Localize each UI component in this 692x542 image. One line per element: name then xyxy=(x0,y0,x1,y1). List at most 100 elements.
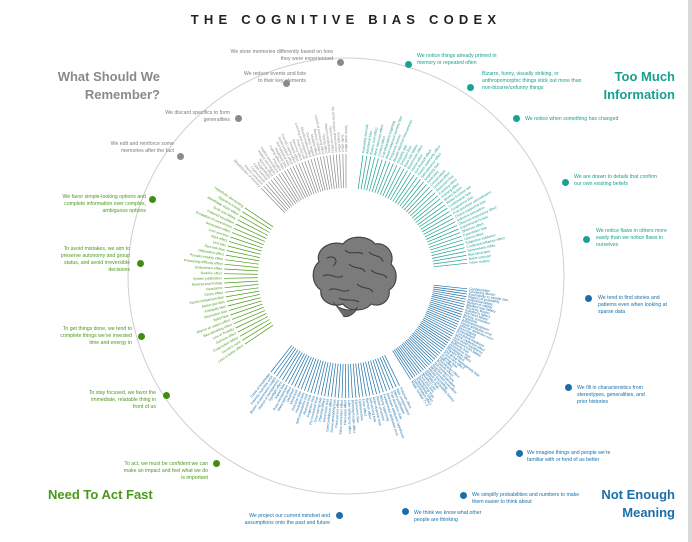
bias-label: Planning fallacy xyxy=(318,397,326,421)
branch-line xyxy=(304,358,317,391)
category-label: To stay focused, we favor the immediate,… xyxy=(88,390,156,410)
branch-line xyxy=(431,297,465,308)
category-dot xyxy=(336,512,343,519)
branch-line xyxy=(384,166,401,198)
bias-label: Observer effect xyxy=(461,222,484,234)
category-label: Bizarre, funny, visually striking, or an… xyxy=(482,71,582,91)
category-label: We notice when something has changed xyxy=(525,116,619,122)
bias-label: Declinism xyxy=(286,387,296,402)
bias-label: Outcome bias xyxy=(291,390,303,411)
bias-label: Processing difficulty effect xyxy=(184,258,223,266)
branch-line xyxy=(387,168,405,199)
category-label: We reduce events and lists to their key … xyxy=(243,71,306,84)
branch-line xyxy=(357,155,364,189)
branch-line xyxy=(411,334,438,358)
branch-line xyxy=(366,157,375,191)
bias-label: Serial recall effect xyxy=(344,125,348,152)
branch-line xyxy=(363,156,372,190)
bias-label: Hard-easy effect xyxy=(343,400,347,425)
branch-line xyxy=(404,341,428,368)
branch-line xyxy=(320,362,329,396)
bias-label: Stereotyping xyxy=(458,326,477,338)
branch-line xyxy=(408,337,434,362)
branch-line xyxy=(225,290,260,298)
branch-line xyxy=(401,343,424,371)
branch-line xyxy=(301,162,315,195)
branch-line xyxy=(417,327,446,348)
branch-line xyxy=(427,308,460,323)
branch-line xyxy=(423,217,454,235)
bias-label: Information bias xyxy=(203,309,228,320)
bias-label: Prejudice xyxy=(271,158,282,172)
category-label: We imagine things and people we're famil… xyxy=(527,450,611,463)
bias-label: Semmelweis reflex xyxy=(467,243,496,253)
branch-line xyxy=(228,241,262,252)
bias-label: Self-serving bias xyxy=(368,397,377,423)
branch-line xyxy=(289,167,306,198)
branch-line xyxy=(419,323,449,344)
branch-line xyxy=(244,207,274,228)
bias-label: Mere exposure effect xyxy=(373,124,384,156)
bias-label: Availability heuristic xyxy=(361,123,369,153)
branch-line xyxy=(432,292,466,300)
bias-label: Illusory truth effect xyxy=(369,127,379,155)
category-dot xyxy=(405,61,412,68)
bias-label: Gambler's fallacy xyxy=(465,308,491,319)
branch-line xyxy=(397,176,418,205)
category-label: We simplify probabilities and numbers to… xyxy=(472,492,580,505)
branch-line xyxy=(428,305,462,318)
bias-label: Status quo bias xyxy=(201,300,225,309)
branch-line xyxy=(342,153,345,189)
bias-label: Pareidolia xyxy=(462,316,478,325)
bias-label: Masked man fallacy xyxy=(466,303,496,314)
bias-label: Ambiguity bias xyxy=(204,304,227,313)
branch-line xyxy=(392,350,411,380)
branch-line xyxy=(323,156,331,190)
branch-line xyxy=(278,173,298,203)
category-label: We discard specifics to form generalitie… xyxy=(165,110,230,123)
branch-line xyxy=(403,184,427,211)
bias-label: IKEA effect xyxy=(211,234,228,243)
branch-line xyxy=(377,161,391,194)
branch-line xyxy=(347,363,350,399)
branch-line xyxy=(268,181,291,209)
bias-label: Anecdotal fallacy xyxy=(467,298,493,307)
outer-ring xyxy=(127,57,565,495)
category-dot xyxy=(402,508,409,515)
branch-line xyxy=(360,362,367,397)
category-dot xyxy=(213,460,220,467)
branch-line xyxy=(374,358,387,392)
branch-line xyxy=(244,324,274,345)
branch-line xyxy=(421,320,451,339)
category-label: We edit and reinforce some memories afte… xyxy=(110,141,174,154)
branch-line xyxy=(235,313,267,329)
branch-line xyxy=(420,322,450,341)
branch-line xyxy=(338,363,341,398)
branch-line xyxy=(307,359,319,392)
branch-line xyxy=(265,183,289,210)
bias-label: Illusory superiority xyxy=(379,395,391,423)
category-dot xyxy=(583,236,590,243)
category-dot xyxy=(177,153,184,160)
branch-line xyxy=(339,154,342,189)
branch-line xyxy=(406,186,430,213)
branch-line xyxy=(428,306,461,320)
branch-line xyxy=(389,170,408,201)
branch-line xyxy=(316,157,326,191)
branch-line xyxy=(263,185,287,212)
corner-label-act-fast: Need To Act Fast xyxy=(48,487,153,502)
branch-line xyxy=(381,356,397,388)
branch-line xyxy=(226,294,260,302)
bias-label: Restraint bias xyxy=(302,394,312,415)
branch-line xyxy=(411,195,439,219)
category-label: To get things done, we tend to complete … xyxy=(60,326,132,346)
branch-line xyxy=(324,362,331,397)
bias-label: Naive realism xyxy=(469,259,490,265)
branch-line xyxy=(403,342,426,369)
branch-line xyxy=(371,159,383,193)
branch-line xyxy=(425,312,458,328)
branch-line xyxy=(242,322,272,341)
category-dot xyxy=(460,492,467,499)
bias-label: Overconfidence effect xyxy=(325,399,333,432)
